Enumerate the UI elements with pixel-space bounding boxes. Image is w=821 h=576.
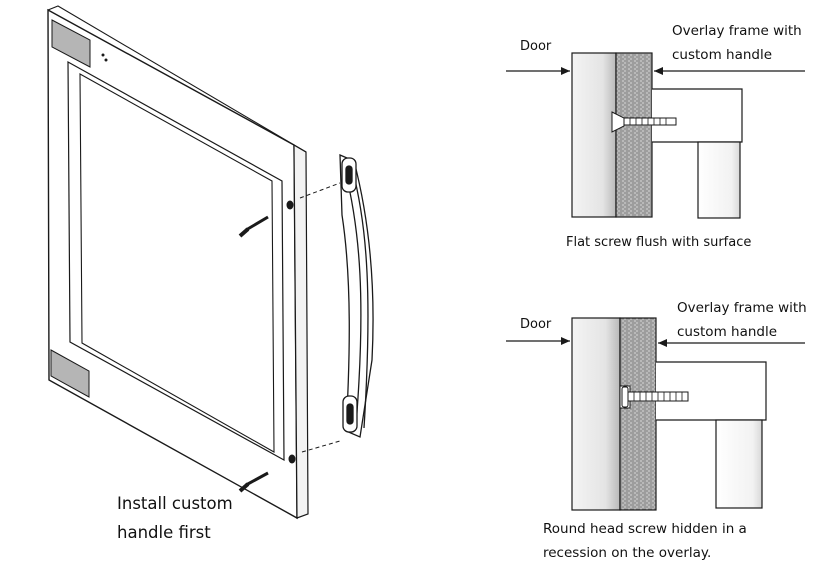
bottom-handle-arm: [656, 361, 767, 421]
label-patch-bottom: [50, 349, 90, 398]
top-flat-screw: [611, 111, 677, 133]
install-caption: Install custom handle first: [117, 489, 233, 547]
bottom-overlay-label: Overlay frame with custom handle: [677, 296, 807, 344]
top-overlay-label-line-1: Overlay frame with: [672, 23, 802, 39]
custom-handle: [339, 153, 374, 438]
door-glass-panel: [79, 73, 275, 453]
bottom-door-label: Door: [520, 317, 552, 332]
bottom-door-section: [571, 317, 621, 511]
bottom-handle-post: [715, 419, 763, 509]
install-caption-line-2: handle first: [117, 523, 211, 542]
top-detail: [506, 52, 805, 219]
bottom-overlay-label-line-1: Overlay frame with: [677, 300, 807, 316]
top-handle-arm: [652, 88, 743, 143]
top-overlay-label: Overlay frame with custom handle: [672, 19, 802, 67]
bottom-caption: Round head screw hidden in a recession o…: [543, 517, 747, 565]
screw-top: [238, 215, 269, 238]
top-door-label: Door: [520, 39, 552, 54]
bottom-caption-line-2: recession on the overlay.: [543, 545, 712, 561]
door-frame-illustration: [47, 5, 374, 520]
label-patch-top: [51, 19, 91, 68]
bottom-detail: [506, 317, 805, 511]
top-handle-post: [697, 141, 741, 219]
install-caption-line-1: Install custom: [117, 494, 233, 513]
screw-bottom: [238, 471, 269, 493]
top-overlay-section: [615, 52, 653, 218]
bottom-round-head-screw: [621, 386, 689, 408]
top-caption: Flat screw flush with surface: [566, 235, 752, 250]
top-overlay-label-line-2: custom handle: [672, 47, 773, 63]
bottom-caption-line-1: Round head screw hidden in a: [543, 521, 747, 537]
bottom-overlay-section: [619, 317, 657, 511]
top-door-section: [571, 52, 617, 218]
screw-hole-top: [286, 200, 294, 210]
bottom-overlay-label-line-2: custom handle: [677, 324, 778, 340]
door-edge: [293, 143, 309, 519]
screw-hole-bottom: [288, 454, 296, 464]
